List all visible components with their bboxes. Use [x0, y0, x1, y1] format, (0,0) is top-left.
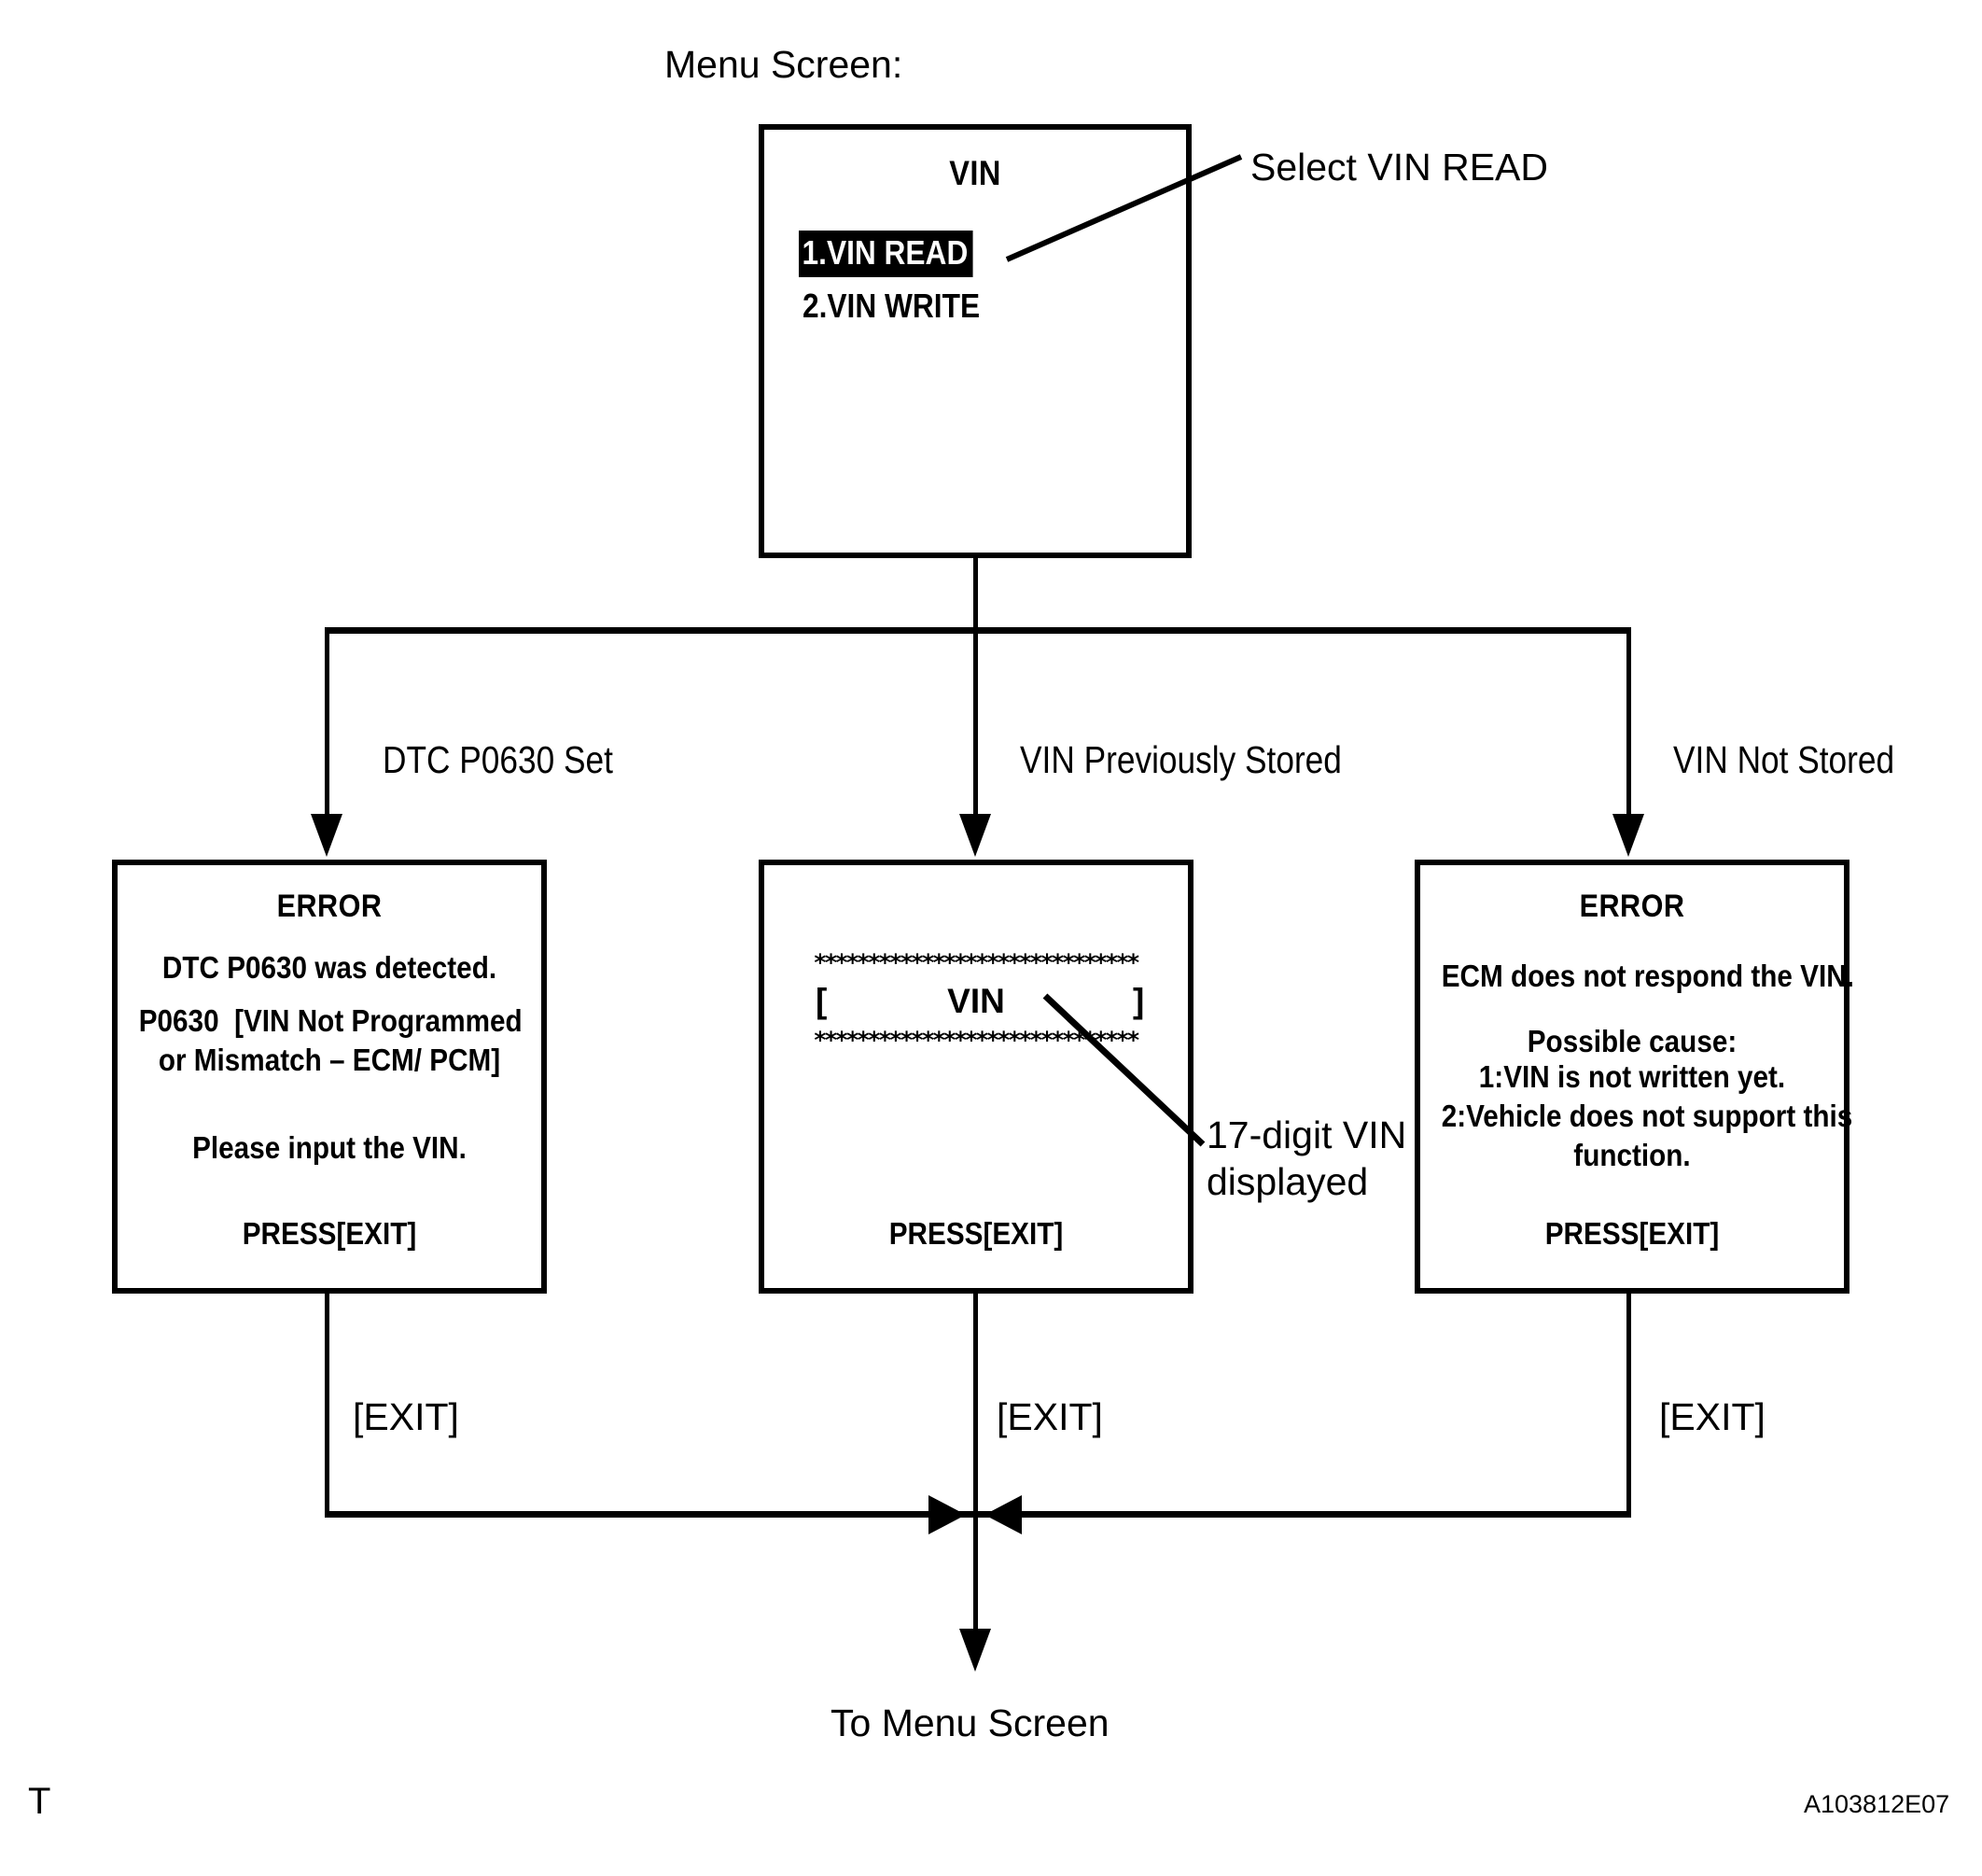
menu-screen-box: VIN 1.VIN READ 2.VIN WRITE — [759, 124, 1192, 558]
branch-distribution-bar — [325, 627, 1631, 634]
branch-arrow-left — [311, 814, 342, 857]
error-right-line2: Possible cause: — [1527, 1024, 1738, 1058]
exit-line-middle — [973, 1294, 978, 1639]
error-right-line5: function. — [1573, 1138, 1691, 1172]
exit-collector-bar-left — [325, 1511, 978, 1518]
vin-stars-top: ****************************** — [814, 949, 1139, 976]
branch-arrow-middle — [959, 814, 991, 857]
figure-code: A103812E07 — [1804, 1790, 1950, 1818]
error-left-line2: P0630 [VIN Not Programmed — [138, 1003, 523, 1038]
error-box-dtc-p0630: ERROR DTC P0630 was detected. P0630 [VIN… — [112, 860, 547, 1294]
vin-stars-bottom: ****************************** — [814, 1027, 1139, 1054]
vin-annotation-line1: 17-digit VIN — [1207, 1113, 1407, 1156]
vin-label: VIN — [947, 982, 1005, 1020]
vin-display-box: ****************************** [ VIN ] *… — [759, 860, 1193, 1294]
error-right-line3: 1:VIN is not written yet. — [1478, 1059, 1786, 1094]
menu-item-vin-write[interactable]: 2.VIN WRITE — [803, 287, 981, 325]
exit-label-left: [EXIT] — [353, 1395, 459, 1438]
exit-arrow-into-junction-right — [984, 1495, 1022, 1534]
to-menu-arrow — [959, 1629, 991, 1672]
vin-bracket-open: [ — [816, 982, 828, 1020]
menu-screen-title: VIN — [949, 154, 1001, 192]
exit-label-middle: [EXIT] — [997, 1395, 1103, 1438]
branch-label-middle: VIN Previously Stored — [1020, 738, 1342, 781]
branch-label-left: DTC P0630 Set — [383, 738, 613, 781]
branch-label-right: VIN Not Stored — [1673, 738, 1895, 781]
error-right-title: ERROR — [1579, 889, 1685, 924]
error-box-no-vin: ERROR ECM does not respond the VIN. Poss… — [1415, 860, 1854, 1294]
error-left-footer: PRESS[EXIT] — [242, 1216, 417, 1251]
error-left-line3: or Mismatch – ECM/ PCM] — [158, 1043, 501, 1077]
to-menu-screen-label: To Menu Screen — [830, 1701, 1110, 1744]
error-right-line4: 2:Vehicle does not support this — [1441, 1099, 1853, 1133]
corner-mark: T — [28, 1781, 51, 1822]
select-vin-read-label: Select VIN READ — [1250, 146, 1548, 189]
error-left-line1: DTC P0630 was detected. — [161, 950, 497, 985]
trunk-line-vertical — [973, 558, 978, 631]
error-left-title: ERROR — [276, 889, 383, 924]
error-left-line4: Please input the VIN. — [192, 1130, 467, 1165]
error-right-footer: PRESS[EXIT] — [1544, 1216, 1720, 1251]
exit-line-right — [1626, 1294, 1631, 1518]
exit-line-left — [325, 1294, 329, 1518]
error-right-line1: ECM does not respond the VIN. — [1441, 959, 1854, 993]
vin-box-footer: PRESS[EXIT] — [888, 1216, 1064, 1251]
vin-bracket-close: ] — [1133, 982, 1145, 1020]
branch-line-left — [325, 627, 329, 825]
exit-arrow-into-junction-left — [928, 1495, 966, 1534]
branch-line-middle — [973, 627, 978, 825]
menu-item-vin-read[interactable]: 1.VIN READ — [799, 231, 973, 277]
exit-collector-bar-right — [973, 1511, 1631, 1518]
branch-arrow-right — [1612, 814, 1644, 857]
exit-label-right: [EXIT] — [1659, 1395, 1766, 1438]
branch-line-right — [1626, 627, 1631, 825]
menu-screen-caption: Menu Screen: — [664, 43, 903, 86]
vin-annotation-line2: displayed — [1207, 1160, 1369, 1203]
